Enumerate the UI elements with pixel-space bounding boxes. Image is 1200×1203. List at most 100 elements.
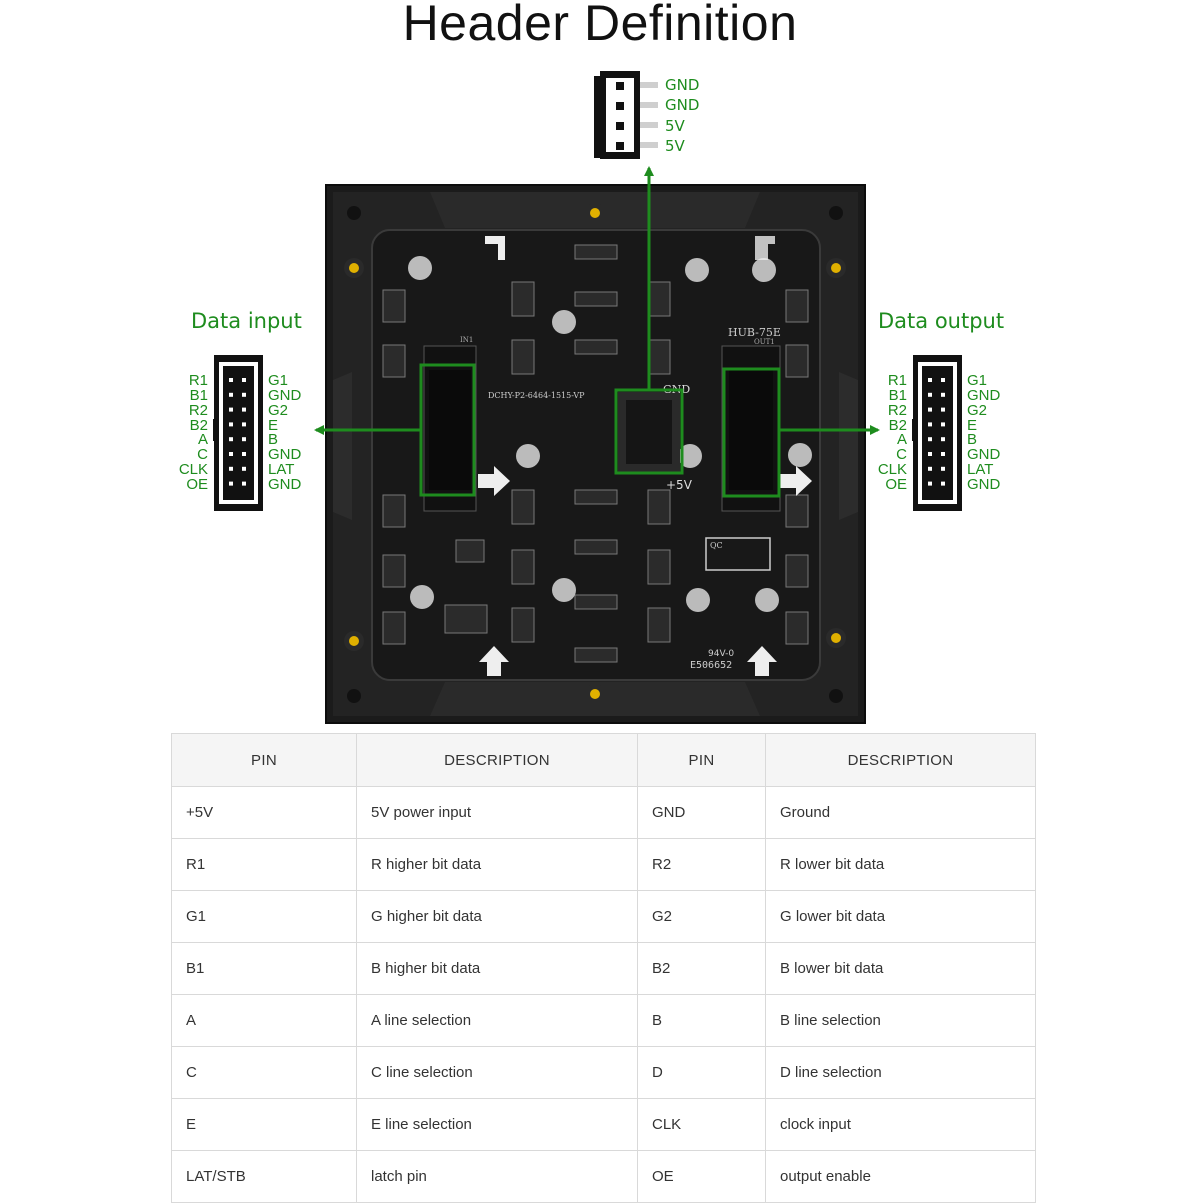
description-cell: clock input xyxy=(765,1098,1036,1151)
in-right-pin: GND xyxy=(268,476,302,493)
pin-cell: +5V xyxy=(171,786,357,839)
header-pin xyxy=(229,392,233,397)
out-left-pin: B2 xyxy=(889,417,907,434)
header-pin xyxy=(941,466,945,471)
header-pin xyxy=(242,452,246,456)
power-pin-3: 5V xyxy=(665,117,686,135)
in-right-pin: G1 xyxy=(268,372,288,389)
power-connector: GND GND 5V 5V xyxy=(594,71,699,159)
column-header: PIN xyxy=(637,733,766,787)
ic-chips xyxy=(382,244,809,663)
header-pin xyxy=(928,466,932,471)
in-left-pin: C xyxy=(197,446,208,463)
data-input-right-pins: G1 GND G2 E B GND LAT GND xyxy=(268,372,302,493)
header-pin xyxy=(941,422,945,427)
power-pin-1: GND xyxy=(665,76,699,94)
in-right-pin: LAT xyxy=(268,461,294,478)
header-pin xyxy=(941,407,945,412)
board-5v-label: +5V xyxy=(666,478,693,492)
power-pin-4: 5V xyxy=(665,137,686,155)
mounting-holes xyxy=(344,203,846,704)
header-pin xyxy=(229,466,233,471)
header-diagram: HUB-75E DCHY-P2-6464-1515-VP GND +5V QC … xyxy=(179,71,1004,724)
table-header-row: PIN DESCRIPTION PIN DESCRIPTION xyxy=(171,733,1036,787)
header-pin xyxy=(242,378,246,382)
out-left-pin: C xyxy=(896,446,907,463)
data-input-left-pins: R1 B1 R2 B2 A C CLK OE xyxy=(179,372,208,493)
header-pin xyxy=(229,378,233,382)
pin-cell: B xyxy=(637,994,766,1047)
pin-cell: A xyxy=(171,994,357,1047)
header-pin xyxy=(242,392,246,397)
board-qc-label: QC xyxy=(710,541,723,550)
header-pin xyxy=(928,378,932,382)
pin-cell: B1 xyxy=(171,942,357,995)
pin-cell: G2 xyxy=(637,890,766,943)
data-output-label: Data output xyxy=(878,309,1004,333)
pin-cell: R2 xyxy=(637,838,766,891)
header-pin xyxy=(242,422,246,427)
description-cell: C line selection xyxy=(356,1046,638,1099)
board-model-label: HUB-75E xyxy=(728,326,781,339)
board-part-label: DCHY-P2-6464-1515-VP xyxy=(488,391,585,400)
data-output-right-pins: G1 GND G2 E B GND LAT GND xyxy=(967,372,1001,493)
in-left-pin: A xyxy=(198,431,208,448)
header-pin xyxy=(928,481,932,486)
out-left-pin: CLK xyxy=(878,461,907,478)
header-pin xyxy=(229,407,233,412)
out-right-pin: GND xyxy=(967,476,1001,493)
description-cell: B lower bit data xyxy=(765,942,1036,995)
column-header: DESCRIPTION xyxy=(356,733,638,787)
header-pin xyxy=(928,392,932,397)
description-cell: R higher bit data xyxy=(356,838,638,891)
pin-cell: B2 xyxy=(637,942,766,995)
direction-arrows xyxy=(478,236,812,676)
out-right-pin: GND xyxy=(967,387,1001,404)
header-pin xyxy=(928,422,932,427)
in-left-pin: R1 xyxy=(189,372,208,389)
board-connector-label-out: OUT1 xyxy=(754,338,775,346)
header-pin xyxy=(941,437,945,442)
input-connector xyxy=(423,345,477,512)
out-right-pin: E xyxy=(967,417,977,434)
header-pin xyxy=(941,378,945,382)
header-pin xyxy=(242,466,246,471)
description-cell: R lower bit data xyxy=(765,838,1036,891)
led-panel-board: HUB-75E DCHY-P2-6464-1515-VP GND +5V QC … xyxy=(325,184,866,724)
in-right-pin: GND xyxy=(268,446,302,463)
pin-cell: OE xyxy=(637,1150,766,1203)
pin-cell: E xyxy=(171,1098,357,1151)
in-left-pin: CLK xyxy=(179,461,208,478)
header-pin xyxy=(928,437,932,442)
header-pin xyxy=(941,392,945,397)
in-right-pin: GND xyxy=(268,387,302,404)
out-left-pin: B1 xyxy=(889,387,907,404)
description-cell: A line selection xyxy=(356,994,638,1047)
description-cell: G higher bit data xyxy=(356,890,638,943)
pin-cell: CLK xyxy=(637,1098,766,1151)
board-power-connector xyxy=(618,392,680,472)
pin-cell: C xyxy=(171,1046,357,1099)
output-connector xyxy=(721,345,781,512)
board-rating-label: 94V-0 xyxy=(708,649,734,659)
pin-cell: GND xyxy=(637,786,766,839)
description-cell: Ground xyxy=(765,786,1036,839)
header-pin xyxy=(941,481,945,486)
out-left-pin: A xyxy=(897,431,907,448)
description-cell: B higher bit data xyxy=(356,942,638,995)
column-header: DESCRIPTION xyxy=(765,733,1036,787)
in-right-pin: B xyxy=(268,431,278,448)
pin-cell: LAT/STB xyxy=(171,1150,357,1203)
capacitors xyxy=(408,256,812,612)
pin-cell: R1 xyxy=(171,838,357,891)
pin-cell: G1 xyxy=(171,890,357,943)
description-cell: E line selection xyxy=(356,1098,638,1151)
in-right-pin: G2 xyxy=(268,402,288,419)
description-cell: latch pin xyxy=(356,1150,638,1203)
out-right-pin: G2 xyxy=(967,402,987,419)
out-right-pin: B xyxy=(967,431,977,448)
